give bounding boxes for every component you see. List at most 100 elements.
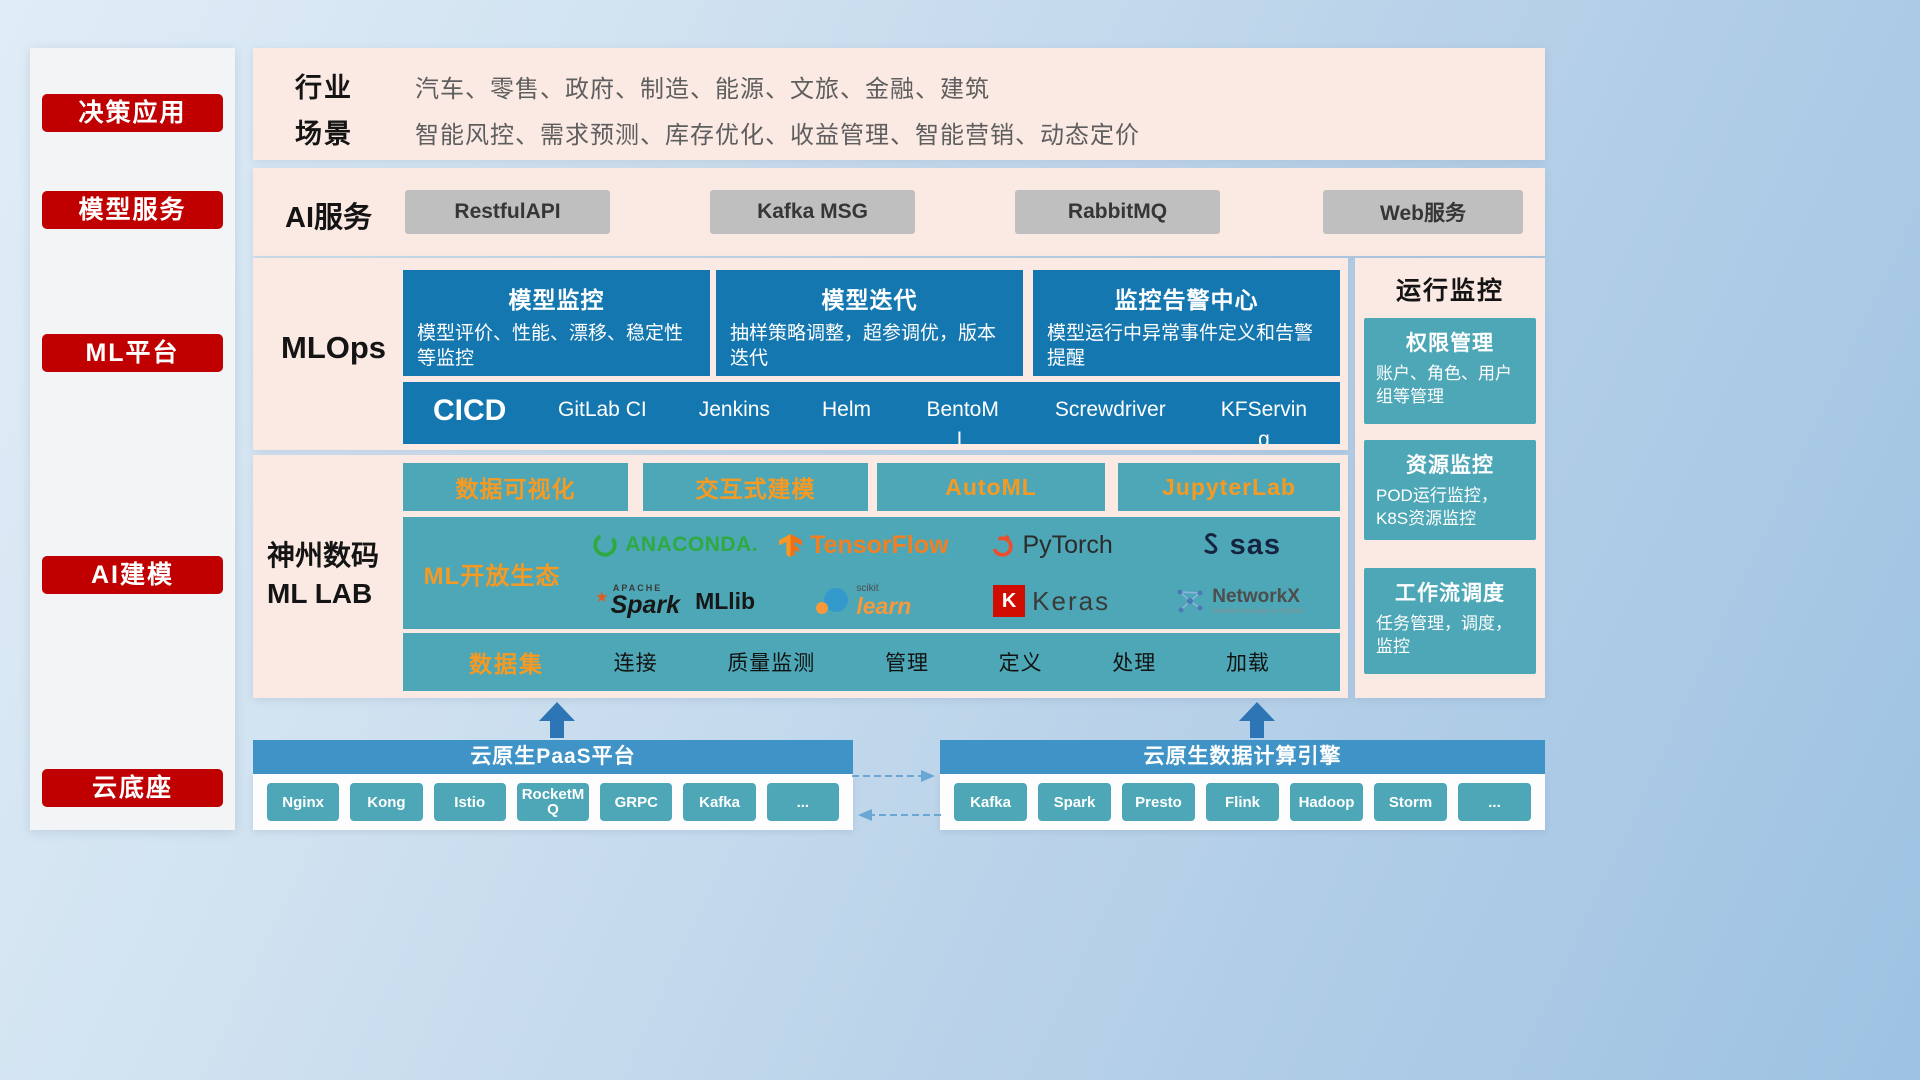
scikit-learn-icon (816, 587, 849, 614)
paas-components: Nginx Kong Istio RocketMQ GRPC Kafka ... (253, 774, 853, 830)
dataset-label: 数据集 (469, 651, 544, 677)
sidebar-item-ml-platform: ML平台 (42, 334, 223, 372)
service-web: Web服务 (1323, 190, 1523, 234)
engine-kafka: Kafka (954, 783, 1027, 821)
ml-lab-panel: 神州数码 ML LAB 数据可视化 交互式建模 AutoML JupyterLa… (253, 455, 1348, 698)
apache-text: APACHE (612, 583, 663, 593)
ml-lab-label-line2: ML LAB (267, 578, 373, 609)
model-monitoring-card: 模型监控 模型评价、性能、漂移、稳定性等监控 (403, 270, 710, 376)
scenario-list: 智能风控、需求预测、库存优化、收益管理、智能营销、动态定价 (415, 122, 1140, 149)
pytorch-logo: PyTorch (990, 530, 1113, 560)
tensorflow-icon (779, 533, 803, 557)
pytorch-text: PyTorch (1022, 530, 1113, 559)
card-desc: 抽样策略调整，超参调优，版本迭代 (730, 323, 997, 370)
card-desc: POD运行监控，K8S资源监控 (1376, 486, 1498, 529)
card-title: 权限管理 (1406, 332, 1494, 355)
ai-service-label: AI服务 (285, 202, 373, 234)
engine-storm: Storm (1374, 783, 1447, 821)
card-desc: 任务管理，调度，监控 (1376, 614, 1512, 657)
card-title: 模型监控 (508, 287, 605, 313)
industry-scenario-panel: 行业 汽车、零售、政府、制造、能源、文旅、金融、建筑 场景 智能风控、需求预测、… (253, 48, 1545, 160)
up-arrow-engine (1239, 702, 1275, 738)
spark-logo: APACHE ★Spark (595, 584, 680, 618)
ml-lab-label: 神州数码 ML LAB (267, 537, 401, 613)
ml-ecosystem-box: ML开放生态 ANACONDA. TensorFlow (403, 517, 1340, 629)
anaconda-icon (593, 533, 617, 557)
tensorflow-text: TensorFlow (810, 530, 949, 559)
card-title: 工作流调度 (1395, 582, 1505, 605)
dataset-load: 加载 (1225, 652, 1270, 675)
exchange-arrows-icon (852, 770, 941, 821)
engine-more: ... (1458, 783, 1531, 821)
mllib-text: MLlib (695, 587, 756, 614)
paas-rocketmq: RocketMQ (516, 783, 590, 821)
industry-list: 汽车、零售、政府、制造、能源、文旅、金融、建筑 (415, 76, 990, 103)
ai-service-panel: AI服务 RestfulAPI Kafka MSG RabbitMQ Web服务 (253, 168, 1545, 256)
cicd-helm: Helm (821, 398, 871, 421)
scenario-label: 场景 (295, 119, 353, 149)
engine-flink: Flink (1206, 783, 1279, 821)
mlops-label: MLOps (281, 330, 387, 365)
cicd-jenkins: Jenkins (698, 398, 770, 421)
ecosystem-logos: ANACONDA. TensorFlow PyTorch (581, 517, 1340, 629)
service-kafka-msg: Kafka MSG (710, 190, 915, 234)
scikit-learn-logo: scikit learn (815, 582, 912, 620)
cicd-bar: CICD GitLab CI Jenkins Helm BentoML Scre… (403, 382, 1340, 444)
monitoring-title: 运行监控 (1395, 277, 1504, 305)
tensorflow-logo: TensorFlow (778, 530, 949, 560)
alert-center-card: 监控告警中心 模型运行中异常事件定义和告警提醒 (1033, 270, 1340, 376)
engine-hadoop: Hadoop (1290, 783, 1363, 821)
sas-icon (1204, 533, 1217, 554)
left-sidebar: 决策应用 模型服务 ML平台 AI建模 云底座 (30, 48, 235, 830)
paas-more: ... (766, 783, 839, 821)
card-title: 监控告警中心 (1114, 287, 1259, 313)
spark-mllib-logo: APACHE ★Spark MLlib (595, 584, 755, 618)
up-arrow-paas (539, 702, 575, 738)
scikit-learn-text: scikit learn (856, 582, 912, 620)
data-engine-components: Kafka Spark Presto Flink Hadoop Storm ..… (940, 774, 1545, 830)
cicd-label: CICD (433, 394, 507, 427)
keras-text: Keras (1032, 585, 1111, 616)
sas-logo: sas (1199, 529, 1281, 562)
cicd-bentoml: BentoML (926, 398, 999, 444)
ecosystem-label: ML开放生态 (423, 562, 561, 590)
paas-platform-header: 云原生PaaS平台 (253, 740, 853, 774)
tool-jupyterlab: JupyterLab (1118, 463, 1340, 511)
paas-istio: Istio (433, 783, 506, 821)
model-iteration-card: 模型迭代 抽样策略调整，超参调优，版本迭代 (716, 270, 1023, 376)
paas-kafka: Kafka (683, 783, 756, 821)
dataset-quality: 质量监测 (727, 652, 816, 675)
engine-presto: Presto (1122, 783, 1195, 821)
paas-nginx: Nginx (267, 783, 340, 821)
dataset-process: 处理 (1112, 652, 1157, 675)
paas-grpc: GRPC (600, 783, 673, 821)
dataset-manage: 管理 (884, 652, 929, 675)
paas-kong: Kong (350, 783, 423, 821)
service-rabbitmq: RabbitMQ (1015, 190, 1220, 234)
dataset-define: 定义 (998, 652, 1043, 675)
runtime-monitoring-panel: 运行监控 权限管理 账户、角色、用户组等管理 资源监控 POD运行监控，K8S资… (1355, 258, 1545, 698)
engine-spark: Spark (1038, 783, 1111, 821)
cicd-screwdriver: Screwdriver (1054, 398, 1166, 421)
anaconda-logo: ANACONDA. (592, 532, 758, 558)
card-title: 资源监控 (1406, 454, 1494, 477)
data-engine-header: 云原生数据计算引擎 (940, 740, 1545, 774)
cicd-kfserving: KFServing (1220, 398, 1308, 444)
sidebar-item-ai-modeling: AI建模 (42, 556, 223, 594)
service-restfulapi: RestfulAPI (405, 190, 610, 234)
sidebar-item-model-service: 模型服务 (42, 191, 223, 229)
industry-label: 行业 (295, 73, 353, 103)
tool-data-visualization: 数据可视化 (403, 463, 628, 511)
anaconda-text: ANACONDA. (625, 533, 759, 556)
workflow-scheduling-card: 工作流调度 任务管理，调度，监控 (1364, 568, 1536, 674)
keras-logo: K Keras (993, 585, 1110, 617)
tool-interactive-modeling: 交互式建模 (643, 463, 868, 511)
card-desc: 模型运行中异常事件定义和告警提醒 (1047, 323, 1314, 370)
networkx-icon (1177, 589, 1203, 613)
keras-icon: K (993, 585, 1026, 617)
card-title: 模型迭代 (821, 287, 918, 313)
mlops-panel: MLOps 模型监控 模型评价、性能、漂移、稳定性等监控 模型迭代 抽样策略调整… (253, 258, 1348, 450)
pytorch-icon (992, 535, 1014, 557)
card-desc: 账户、角色、用户组等管理 (1376, 364, 1512, 407)
ml-lab-label-line1: 神州数码 (267, 540, 380, 571)
